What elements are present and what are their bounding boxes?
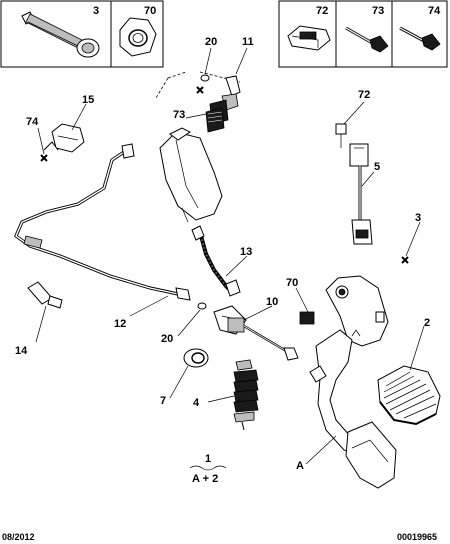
assembly-number: 1 <box>205 453 211 465</box>
callout-73: 73 <box>173 109 185 121</box>
clutch-pedal <box>299 256 409 489</box>
callout-74: 74 <box>26 116 39 128</box>
legend-label-74: 74 <box>428 5 441 17</box>
screw-icon <box>399 26 441 51</box>
footer-date: 08/2012 <box>2 532 35 542</box>
callout-7: 7 <box>160 395 166 407</box>
clutch-master-cylinder <box>155 71 241 223</box>
return-spring <box>233 359 259 431</box>
pedal-switch-wiring <box>335 123 373 245</box>
callout-5: 5 <box>374 161 380 173</box>
callout-70: 70 <box>286 277 298 289</box>
callout-11: 11 <box>242 36 254 48</box>
sealing-ring <box>183 348 209 368</box>
pipe-clip <box>27 281 63 309</box>
flexible-hose <box>191 225 241 297</box>
assembly-note: 1 A + 2 <box>189 453 227 485</box>
footer-ref: 00019965 <box>397 532 437 542</box>
callout-20: 20 <box>161 333 173 345</box>
bolt-icon <box>21 11 100 58</box>
callout-72: 72 <box>358 89 370 101</box>
callout-10: 10 <box>266 296 278 308</box>
legend-label-70: 70 <box>144 5 156 17</box>
callout-3: 3 <box>415 212 421 224</box>
legend-box-right: 72 73 74 <box>278 0 448 68</box>
leader-lines <box>35 47 425 465</box>
nut-icon <box>119 17 157 57</box>
legend-label-73: 73 <box>372 5 384 17</box>
callout-2: 2 <box>424 317 430 329</box>
legend-box-left: 3 70 <box>0 0 164 68</box>
screw-icon <box>345 26 389 53</box>
legend-label-3: 3 <box>93 5 99 17</box>
callout-A: A <box>296 460 304 472</box>
callout-4: 4 <box>193 397 200 409</box>
callout-labels: 20 11 73 15 74 72 5 3 13 70 10 2 12 20 1… <box>15 36 430 472</box>
callout-14: 14 <box>15 345 28 357</box>
assembly-formula: A + 2 <box>192 473 218 485</box>
hydraulic-pipe <box>14 123 191 301</box>
pedal-pad-rubber <box>377 365 441 426</box>
slave-cylinder <box>197 302 299 361</box>
callout-12: 12 <box>114 318 126 330</box>
clip-icon <box>287 25 331 51</box>
callout-13: 13 <box>240 246 252 258</box>
legend-label-72: 72 <box>316 5 328 17</box>
footer: 08/2012 00019965 <box>2 532 437 542</box>
callout-20: 20 <box>205 36 217 48</box>
callout-15: 15 <box>82 94 94 106</box>
